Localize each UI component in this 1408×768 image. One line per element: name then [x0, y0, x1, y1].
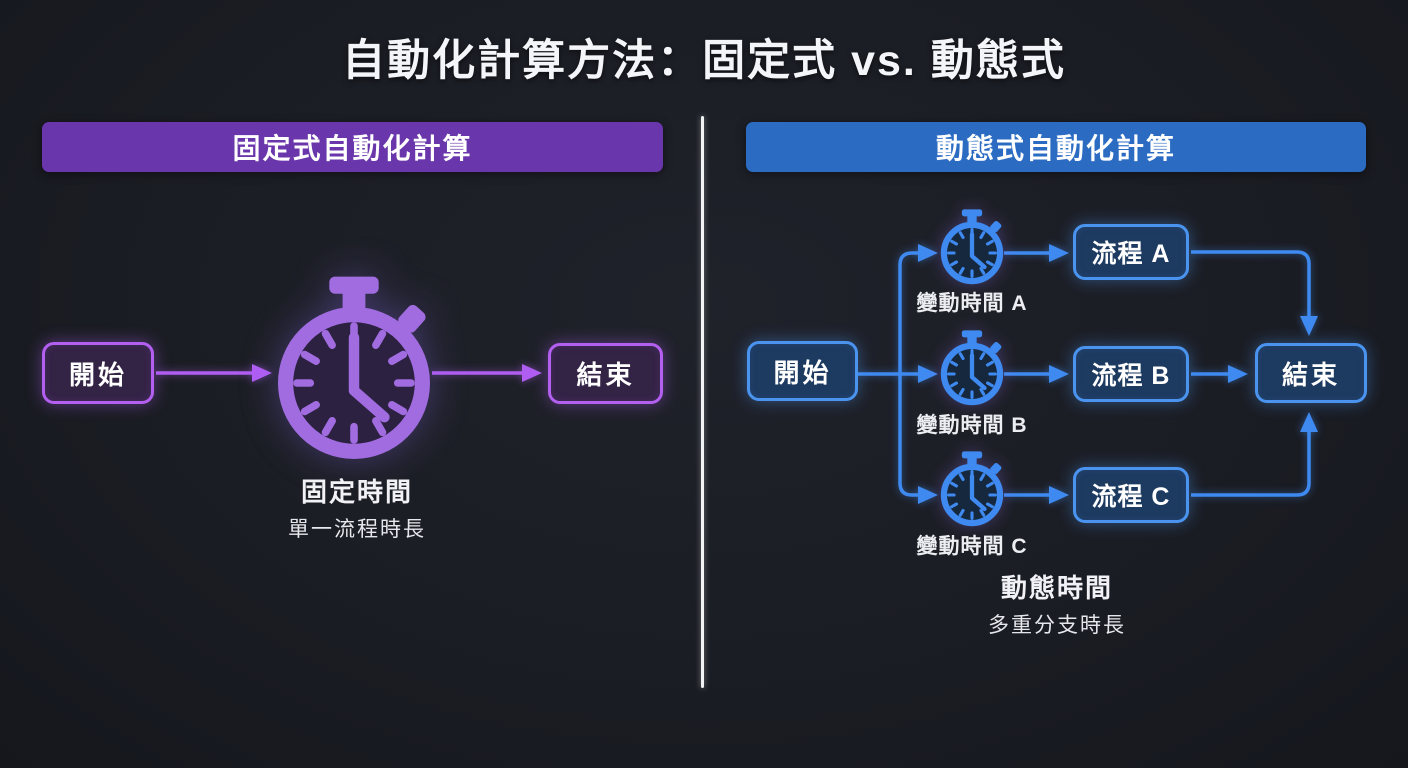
stopwatch-icon: [285, 276, 428, 452]
stopwatch-icon-a: [943, 209, 1003, 282]
dynamic-caption-title: 動態時間: [1000, 573, 1113, 603]
timer-label-b: 變動時間 B: [916, 414, 1028, 437]
dynamic-caption: 動態時間 多重分支時長: [857, 568, 1257, 639]
stopwatch-icon-b: [943, 330, 1003, 403]
process-c-node: 流程 C: [1073, 467, 1189, 523]
process-a-node: 流程 A: [1073, 224, 1189, 280]
stopwatch-icon-c: [943, 451, 1003, 524]
process-b-node: 流程 B: [1073, 346, 1189, 402]
fixed-caption: 固定時間 單一流程時長: [157, 472, 557, 543]
dynamic-panel-header: 動態式自動化計算: [746, 122, 1366, 172]
dynamic-caption-subtitle: 多重分支時長: [988, 614, 1126, 637]
timer-label-c: 變動時間 C: [916, 535, 1028, 558]
dynamic-flow-connectors: [858, 244, 1318, 504]
page-title: 自動化計算方法：固定式 vs. 動態式: [342, 37, 1066, 85]
dynamic-end-node: 結束: [1255, 343, 1367, 403]
dynamic-start-node: 開始: [747, 341, 858, 401]
panel-divider: [701, 116, 704, 688]
fixed-start-node: 開始: [42, 342, 154, 404]
fixed-caption-title: 固定時間: [300, 477, 413, 507]
fixed-panel-header: 固定式自動化計算: [42, 122, 663, 172]
timer-label-a: 變動時間 A: [916, 292, 1028, 315]
fixed-caption-subtitle: 單一流程時長: [288, 518, 426, 541]
fixed-end-node: 結束: [548, 343, 663, 404]
